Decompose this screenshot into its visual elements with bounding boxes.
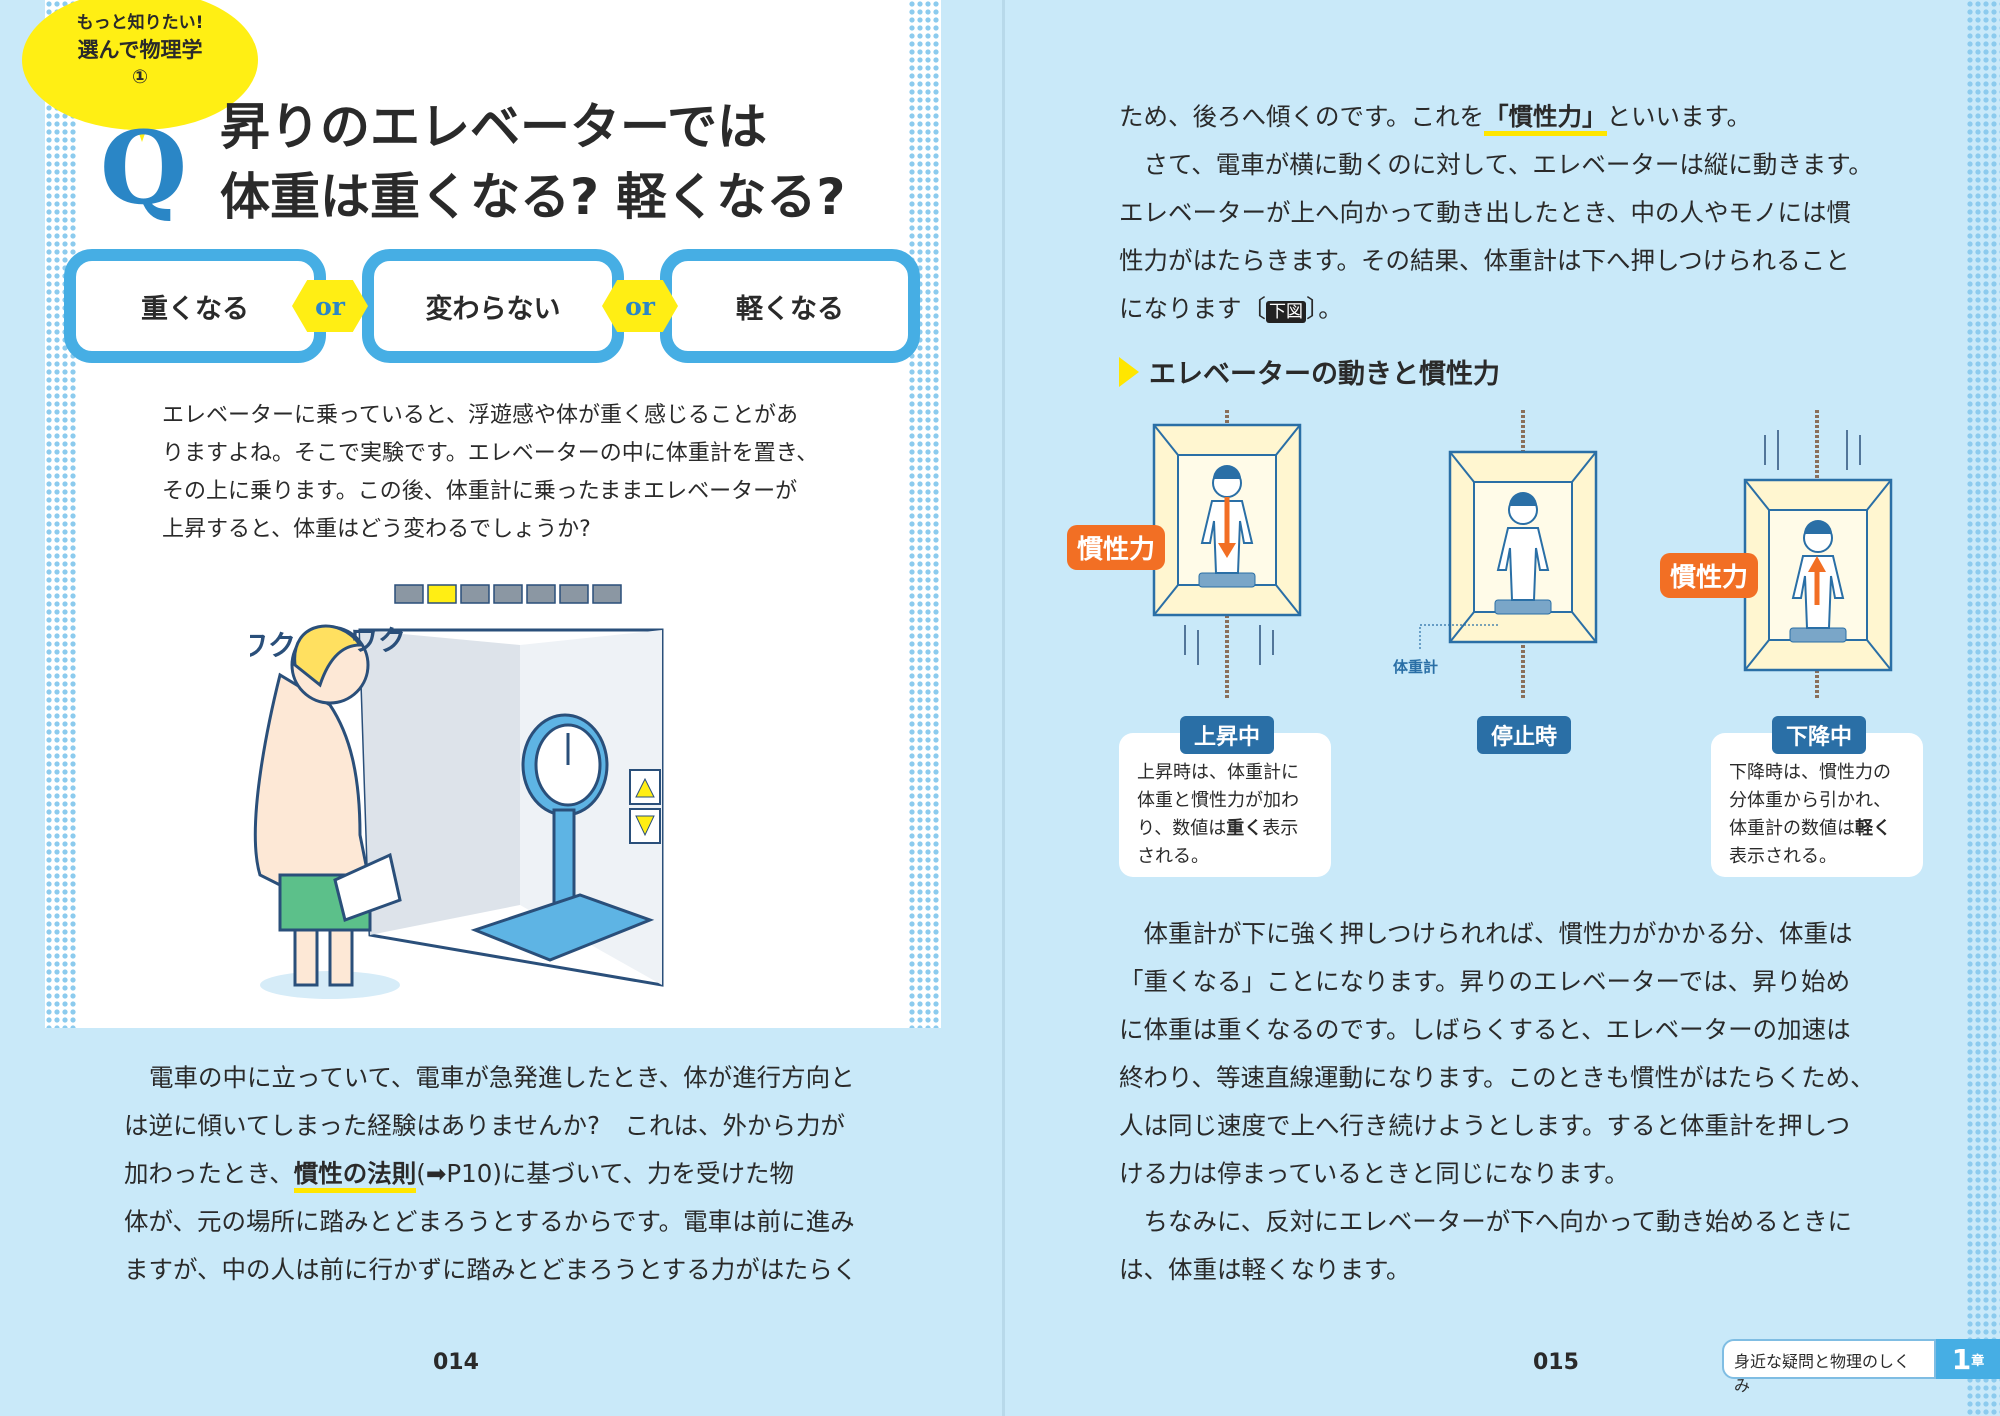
text: り、数値は xyxy=(1137,818,1227,839)
text: 〕。 xyxy=(1306,294,1343,323)
inertia-force-tag: 慣性力 xyxy=(1067,525,1166,570)
dotted-border-right xyxy=(908,0,941,1028)
body-line: ちなみに、反対にエレベーターが下へ向かって動き始めるときに xyxy=(1119,1207,1853,1236)
state-label-descending: 下降中 xyxy=(1772,716,1867,754)
series-badge: もっと知りたい! 選んで物理学 ① xyxy=(22,0,258,142)
series-badge-line2: 選んで物理学 xyxy=(77,38,203,62)
intro-paragraph: エレベーターに乗っていると、浮遊感や体が重く感じることがあ りますよね。そこで実… xyxy=(162,397,842,549)
figure-heading: エレベーターの動きと慣性力 xyxy=(1119,352,1500,391)
right-intro-text: ため、後ろへ傾くのです。これを「慣性力」といいます。 さて、電車が横に動くのに対… xyxy=(1119,93,1899,336)
body-line: は逆に傾いてしまった経験はありませんか? これは、外から力が xyxy=(124,1111,846,1140)
caption-line: 上昇時は、体重計に xyxy=(1137,762,1299,783)
intro-line: りますよね。そこで実験です。エレベーターの中に体重計を置き、 xyxy=(162,441,819,466)
caption-line: 分体重から引かれ、 xyxy=(1729,790,1892,811)
right-body-text: 体重計が下に強く押しつけられれば、慣性力がかかる分、体重は 「重くなる」ことにな… xyxy=(1119,910,1909,1294)
highlight-term: 慣性の法則 xyxy=(293,1159,417,1193)
caption-descending: 下降時は、慣性力の 分体重から引かれ、 体重計の数値は軽く 表示される。 xyxy=(1711,733,1923,877)
chapter-title: 身近な疑問と物理のしくみ xyxy=(1722,1339,1936,1395)
body-line: に体重は重くなるのです。しばらくすると、エレベーターの加速は xyxy=(1119,1015,1851,1044)
body-line: 体が、元の場所に踏みとどまろうとするからです。電車は前に進み xyxy=(124,1207,855,1236)
text: 表示 xyxy=(1262,818,1299,839)
text: に基づいて、力を受けた物 xyxy=(501,1159,794,1188)
state-label-stopped: 停止時 xyxy=(1477,716,1572,754)
intro-line: 上昇すると、体重はどう変わるでしょうか? xyxy=(162,517,591,542)
boy-figure xyxy=(253,624,402,987)
text: 体重計の数値は xyxy=(1729,818,1855,839)
sound-effect-right: ワク xyxy=(350,624,406,657)
page-number-left: 014 xyxy=(433,1350,479,1375)
bold-text: 軽く xyxy=(1855,818,1891,839)
choice-lighter[interactable]: 軽くなる xyxy=(660,249,920,363)
bathroom-scale xyxy=(470,713,655,962)
caption-line: 下降時は、慣性力の xyxy=(1729,762,1891,783)
caption-line: 体重と慣性力が加わ xyxy=(1137,790,1299,811)
highlight-term: 「慣性力」 xyxy=(1484,102,1607,136)
dotted-border-left xyxy=(45,0,77,1028)
body-line: ため、後ろへ傾くのです。これを「慣性力」といいます。 xyxy=(1119,93,1899,141)
elevator-diagram: 体重計 xyxy=(1152,410,1893,700)
body-line: エレベーターが上へ向かって動き出したとき、中の人やモノには慣 xyxy=(1119,198,1852,227)
body-line: 性力がはたらきます。その結果、体重計は下へ押しつけられること xyxy=(1119,246,1850,275)
series-badge-line1: もっと知りたい! xyxy=(76,13,204,33)
body-line: 電車の中に立っていて、電車が急発進したとき、体が進行方向と xyxy=(149,1063,855,1092)
caption-ascending: 上昇時は、体重計に 体重と慣性力が加わ り、数値は重く表示 される。 xyxy=(1119,733,1331,877)
bold-text: 重く xyxy=(1226,818,1263,839)
text: になります〔 xyxy=(1119,294,1266,323)
scale-label: 体重計 xyxy=(1393,658,1438,676)
chapter-suffix: 章 xyxy=(1971,1353,1985,1369)
intro-line: エレベーターに乗っていると、浮遊感や体が重く感じることがあ xyxy=(162,403,799,428)
body-line: さて、電車が横に動くのに対して、エレベーターは縦に動きます。 xyxy=(1119,150,1873,179)
body-line: になります〔下図〕。 xyxy=(1119,285,1899,336)
figure-reference-badge: 下図 xyxy=(1266,301,1306,323)
body-line: ますが、中の人は前に行かずに踏みとどまろうとする力がはたらく xyxy=(124,1255,858,1284)
page-gutter xyxy=(1002,0,1005,1416)
body-line: 人は同じ速度で上へ行き続けようとします。すると体重計を押しつ xyxy=(1119,1111,1851,1140)
body-line: 体重計が下に強く押しつけられれば、慣性力がかかる分、体重は xyxy=(1119,919,1853,948)
caption-line: り、数値は重く表示 xyxy=(1137,815,1317,843)
chapter-number-digit: 1 xyxy=(1951,1342,1972,1376)
sound-effect-left: ワク xyxy=(250,629,296,662)
triangle-icon xyxy=(1119,356,1139,387)
page-reference-link[interactable]: (➡P10) xyxy=(416,1159,502,1188)
series-badge-number: ① xyxy=(131,66,149,88)
title-line1: 昇りのエレベーターでは xyxy=(220,98,767,156)
body-line: 終わり、等速直線運動になります。このときも慣性がはたらくため、 xyxy=(1119,1063,1875,1092)
speech-tail xyxy=(130,108,154,142)
caption-line: 体重計の数値は軽く xyxy=(1729,815,1909,843)
caption-line: 表示される。 xyxy=(1729,846,1837,867)
text: 加わったとき、 xyxy=(124,1159,294,1188)
elevator-scale-illustration: ワク ワク xyxy=(250,584,664,999)
choice-heavier[interactable]: 重くなる xyxy=(64,249,326,363)
intro-line: その上に乗ります。この後、体重計に乗ったままエレベーターが xyxy=(162,479,798,504)
or-badge: or xyxy=(292,280,368,332)
text: といいます。 xyxy=(1606,102,1752,131)
or-badge: or xyxy=(602,280,678,332)
dotted-border-page-edge xyxy=(1966,0,2000,1416)
state-label-ascending: 上昇中 xyxy=(1180,716,1275,754)
page-number-right: 015 xyxy=(1533,1350,1579,1375)
page-title: 昇りのエレベーターでは 体重は重くなる? 軽くなる? xyxy=(220,92,845,232)
body-line: ける力は停まっているときと同じになります。 xyxy=(1119,1159,1629,1188)
q-mark: Q xyxy=(100,109,188,227)
inertia-force-tag: 慣性力 xyxy=(1660,553,1759,598)
body-line: 「重くなる」ことになります。昇りのエレベーターでは、昇り始め xyxy=(1119,967,1851,996)
body-line: は、体重は軽くなります。 xyxy=(1119,1255,1411,1284)
choice-unchanged[interactable]: 変わらない xyxy=(362,249,624,363)
text: ため、後ろへ傾くのです。これを xyxy=(1119,102,1485,131)
left-body-text: 電車の中に立っていて、電車が急発進したとき、体が進行方向と は逆に傾いてしまった… xyxy=(124,1054,904,1294)
figure-heading-text: エレベーターの動きと慣性力 xyxy=(1149,359,1500,390)
body-line: 加わったとき、慣性の法則(➡P10)に基づいて、力を受けた物 xyxy=(124,1150,904,1198)
caption-line: される。 xyxy=(1137,846,1209,867)
title-line2: 体重は重くなる? 軽くなる? xyxy=(220,168,846,226)
